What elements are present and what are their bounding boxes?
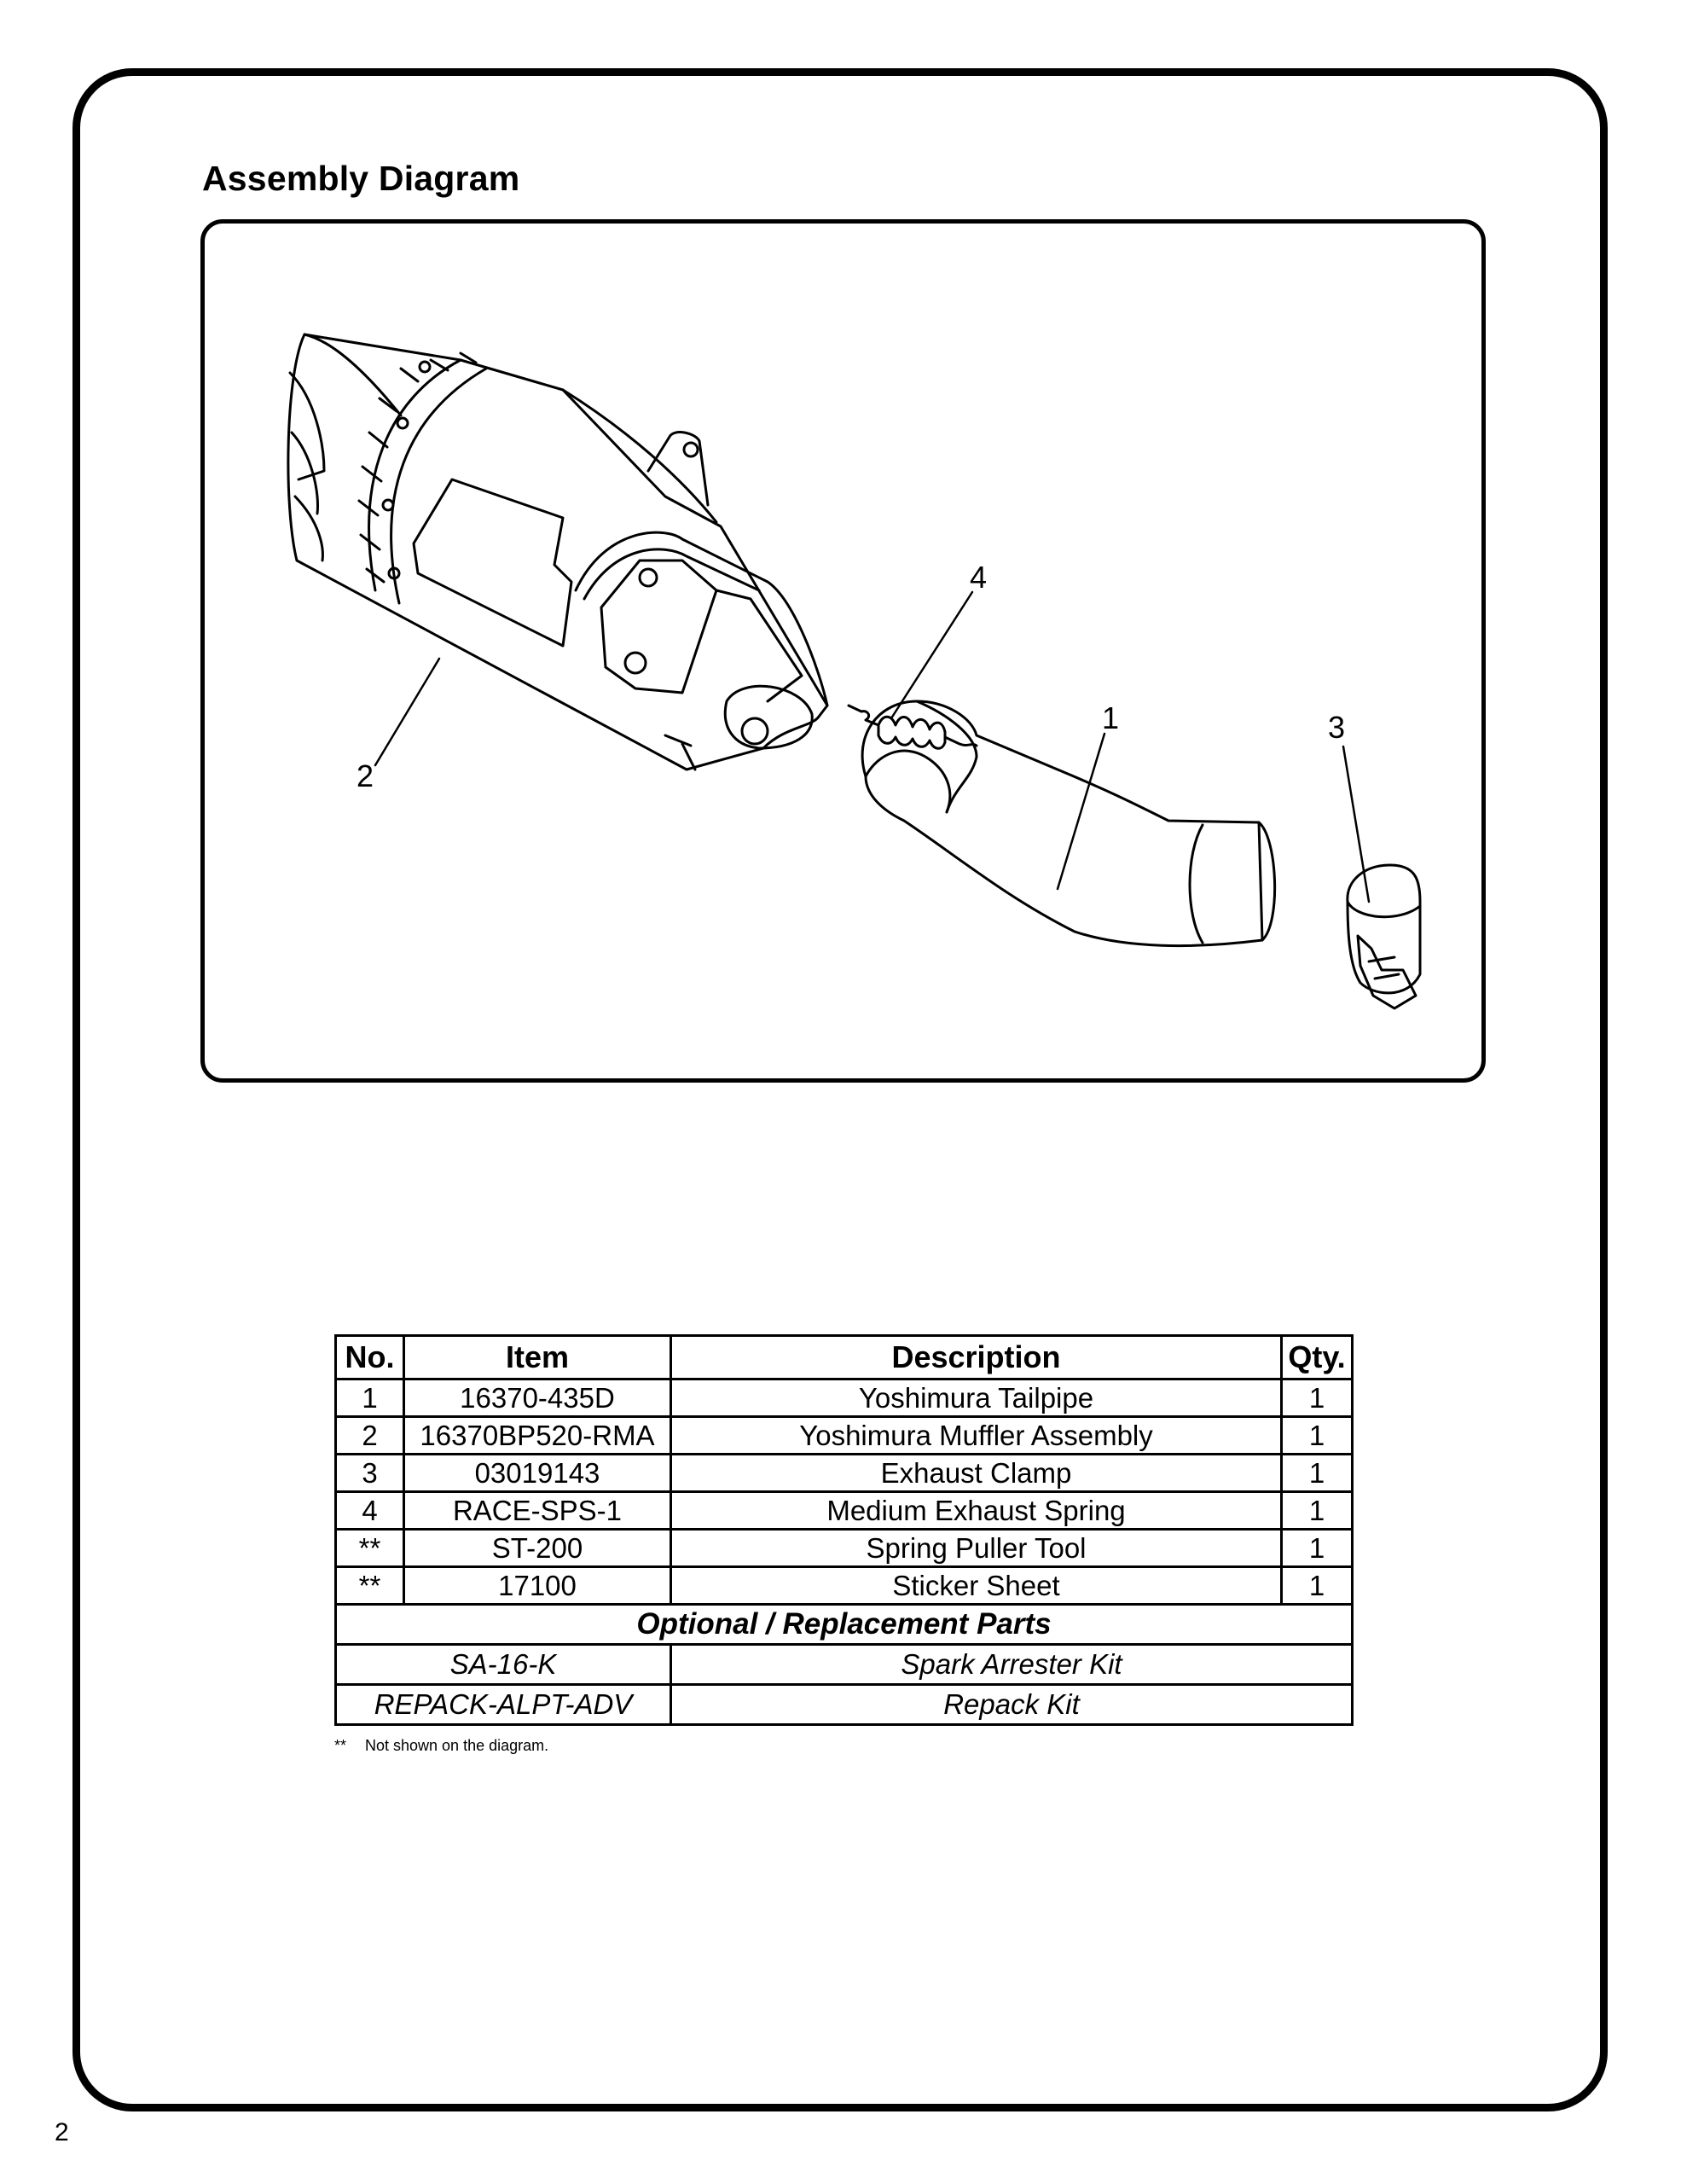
optional-item: SA-16-K [334, 1643, 672, 1686]
header-description: Description [670, 1334, 1283, 1380]
table-header-row: No. Item Description Qty. [334, 1334, 1354, 1380]
optional-row: SA-16-K Spark Arrester Kit [334, 1643, 1354, 1686]
assembly-diagram: 4 1 3 2 [200, 219, 1486, 1083]
page-title: Assembly Diagram [202, 159, 520, 198]
table-row: 3 03019143 Exhaust Clamp 1 [334, 1453, 1354, 1493]
optional-row: REPACK-ALPT-ADV Repack Kit [334, 1683, 1354, 1726]
exploded-view-drawing: 4 1 3 2 [287, 333, 1422, 1010]
header-item: Item [403, 1334, 672, 1380]
cell-description: Spring Puller Tool [670, 1528, 1283, 1568]
cell-qty: 1 [1280, 1565, 1354, 1606]
clamp-drawing [1346, 863, 1422, 1010]
table-row: 1 16370-435D Yoshimura Tailpipe 1 [334, 1378, 1354, 1418]
cell-description: Yoshimura Tailpipe [670, 1378, 1283, 1418]
optional-parts-heading: Optional / Replacement Parts [334, 1603, 1354, 1646]
optional-description: Repack Kit [670, 1683, 1354, 1726]
parts-table: No. Item Description Qty. 1 16370-435D Y… [334, 1334, 1354, 1726]
cell-item: ST-200 [403, 1528, 672, 1568]
muffler-drawing [287, 333, 829, 771]
cell-description: Medium Exhaust Spring [670, 1490, 1283, 1531]
cell-qty: 1 [1280, 1378, 1354, 1418]
cell-description: Sticker Sheet [670, 1565, 1283, 1606]
page-number: 2 [55, 2118, 69, 2146]
optional-parts-heading-row: Optional / Replacement Parts [334, 1603, 1354, 1646]
cell-item: 03019143 [403, 1453, 672, 1493]
cell-no: 2 [334, 1415, 405, 1455]
cell-no: ** [334, 1565, 405, 1606]
cell-no: 4 [334, 1490, 405, 1531]
cell-no: 1 [334, 1378, 405, 1418]
cell-description: Yoshimura Muffler Assembly [670, 1415, 1283, 1455]
cell-qty: 1 [1280, 1453, 1354, 1493]
cell-item: 16370-435D [403, 1378, 672, 1418]
callout-2: 2 [357, 758, 374, 793]
cell-no: 3 [334, 1453, 405, 1493]
cell-qty: 1 [1280, 1528, 1354, 1568]
cell-no: ** [334, 1528, 405, 1568]
table-row: 2 16370BP520-RMA Yoshimura Muffler Assem… [334, 1415, 1354, 1455]
cell-item: 16370BP520-RMA [403, 1415, 672, 1455]
header-qty: Qty. [1280, 1334, 1354, 1380]
footnote-mark: ** [334, 1737, 347, 1754]
tailpipe-drawing [861, 700, 1277, 948]
footnote: ** Not shown on the diagram. [334, 1737, 548, 1755]
callout-3: 3 [1328, 710, 1345, 745]
callout-1: 1 [1102, 700, 1119, 735]
cell-item: 17100 [403, 1565, 672, 1606]
cell-description: Exhaust Clamp [670, 1453, 1283, 1493]
callout-leaders [374, 590, 1371, 903]
cell-qty: 1 [1280, 1415, 1354, 1455]
header-no: No. [334, 1334, 405, 1380]
optional-description: Spark Arrester Kit [670, 1643, 1354, 1686]
table-row: ** ST-200 Spring Puller Tool 1 [334, 1528, 1354, 1568]
cell-qty: 1 [1280, 1490, 1354, 1531]
optional-item: REPACK-ALPT-ADV [334, 1683, 672, 1726]
table-row: 4 RACE-SPS-1 Medium Exhaust Spring 1 [334, 1490, 1354, 1531]
cell-item: RACE-SPS-1 [403, 1490, 672, 1531]
table-row: ** 17100 Sticker Sheet 1 [334, 1565, 1354, 1606]
page-border [72, 68, 1608, 2111]
callout-4: 4 [970, 560, 987, 595]
footnote-text: Not shown on the diagram. [365, 1737, 549, 1754]
